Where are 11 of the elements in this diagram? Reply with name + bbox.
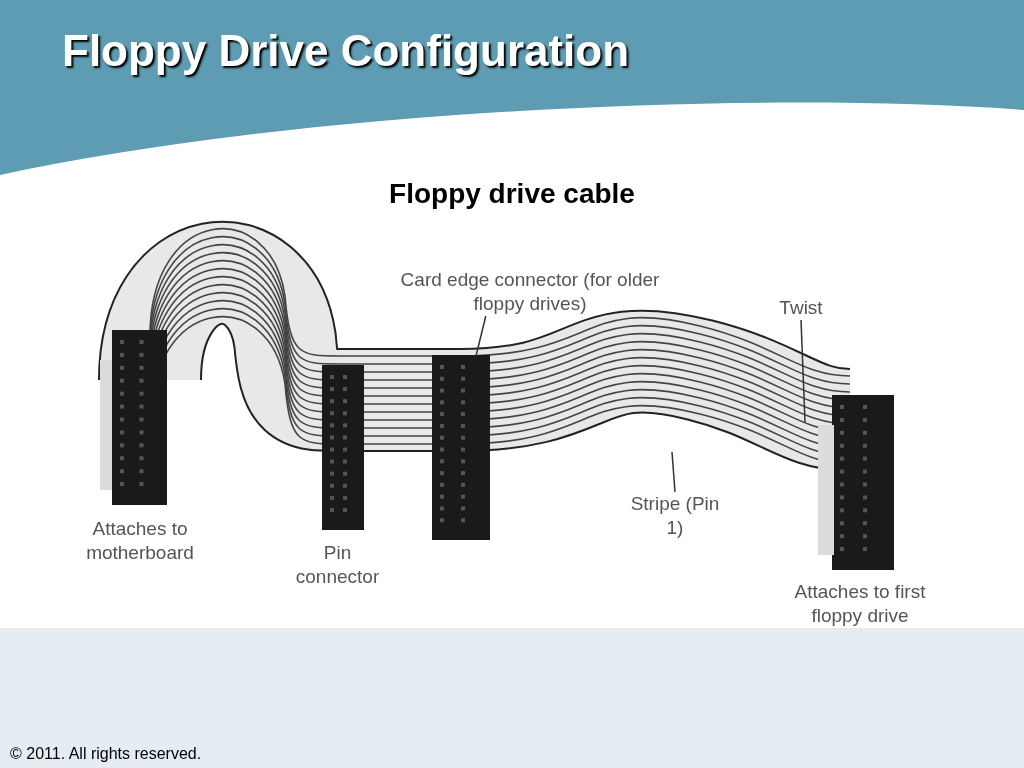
- leader-line: [671, 451, 676, 493]
- callout-label: Card edge connector (for older floppy drives): [400, 268, 660, 316]
- copyright-notice: © 2011. All rights reserved.: [10, 744, 203, 764]
- callout-label: Twist: [765, 296, 837, 320]
- leader-line: [475, 315, 487, 357]
- part-label: Attaches to first floppy drive: [793, 580, 927, 628]
- leader-line: [800, 319, 806, 423]
- part-label: Pin connector: [294, 541, 381, 589]
- slide-title: Floppy Drive Configuration: [62, 26, 630, 76]
- callout-label: Stripe (Pin 1): [630, 492, 720, 540]
- part-label: Attaches to motherboard: [85, 517, 195, 565]
